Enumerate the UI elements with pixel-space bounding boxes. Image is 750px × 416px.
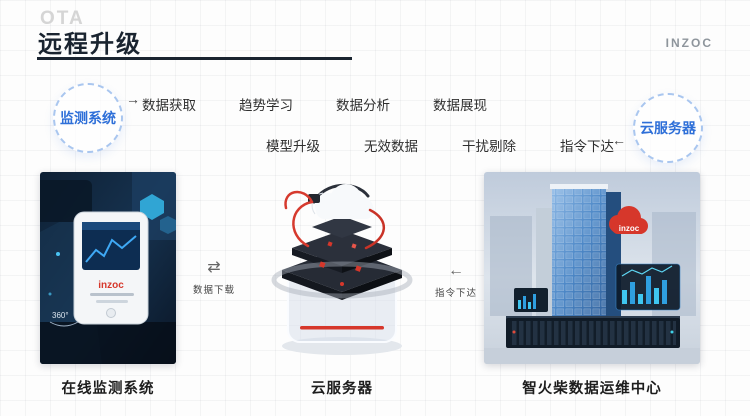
- red-base-light: [300, 326, 384, 330]
- badge-monitoring-system: 监测系统: [53, 83, 123, 153]
- right-arrow-icon: →: [126, 91, 140, 107]
- brand-logo: INZOC: [665, 36, 713, 50]
- caption-data-ops-center: 智火柴数据运维中心: [522, 381, 662, 397]
- rotate-arc: [49, 321, 79, 327]
- left-arrow-icon: ←: [448, 262, 464, 279]
- monitoring-device: inzoc: [73, 211, 149, 325]
- connector-download-label: 数据下载: [192, 285, 235, 296]
- panel-monitoring-photo: inzoc 360°: [40, 172, 176, 364]
- hexagon-glow: [140, 194, 164, 220]
- flow-step-model-upgrade: 模型升级: [266, 139, 320, 154]
- monitoring-device-illustration: inzoc 360°: [40, 172, 176, 364]
- panel-data-center-photo: inzoc: [484, 172, 700, 364]
- inzoc-cloud-logo: inzoc: [609, 206, 648, 234]
- swap-arrows-icon: ⇄: [207, 259, 221, 276]
- flow-step-data-acquisition: 数据获取: [142, 98, 196, 113]
- watermark-ota: OTA: [40, 8, 85, 29]
- connector-command-issue: ← 指令下达: [430, 262, 482, 300]
- device-brand-text: inzoc: [98, 280, 124, 291]
- badge-cloud-label: 云服务器: [640, 120, 696, 136]
- caption-cloud-server: 云服务器: [311, 381, 373, 397]
- flow-step-interference-removal: 干扰剔除: [462, 139, 516, 154]
- connector-data-download: ⇄ 数据下载: [188, 259, 240, 297]
- left-arrow-icon: ←: [612, 132, 626, 148]
- page-title: 远程升级: [38, 31, 142, 58]
- inzoc-logo-text: inzoc: [619, 224, 640, 233]
- cloud-server-illustration: [271, 183, 413, 355]
- flow-step-trend-learning: 趋势学习: [239, 98, 293, 113]
- flow-row-1: 数据获取 趋势学习 数据分析 数据展现: [142, 94, 487, 114]
- flow-step-data-display: 数据展现: [433, 98, 487, 113]
- device-screen: [82, 222, 140, 270]
- flow-step-command-issue: 指令下达: [560, 139, 614, 154]
- badge-cloud-server: 云服务器: [633, 93, 703, 163]
- server-base-platform: [506, 316, 680, 348]
- red-cables: [284, 190, 386, 250]
- flow-step-invalid-data: 无效数据: [364, 139, 418, 154]
- orbit-ring: [271, 261, 413, 299]
- flow-row-2: 模型升级 无效数据 干扰剔除 指令下达: [266, 135, 614, 155]
- server-slab-stack: [282, 216, 402, 300]
- rotate-360-label: 360°: [52, 311, 69, 320]
- title-underline: [37, 57, 352, 60]
- flow-step-data-analysis: 数据分析: [336, 98, 390, 113]
- red-indicator-lights: [319, 241, 362, 286]
- data-center-illustration: inzoc: [484, 172, 700, 364]
- panel-cloud-illustration: [252, 176, 432, 362]
- ground: [484, 348, 700, 364]
- cloud-shape: [311, 184, 374, 219]
- small-screen: [514, 288, 548, 312]
- badge-monitoring-label: 监测系统: [60, 110, 116, 126]
- caption-online-monitoring: 在线监测系统: [61, 381, 155, 397]
- connector-command-label: 指令下达: [434, 288, 477, 299]
- dashboard-screen: [615, 263, 681, 311]
